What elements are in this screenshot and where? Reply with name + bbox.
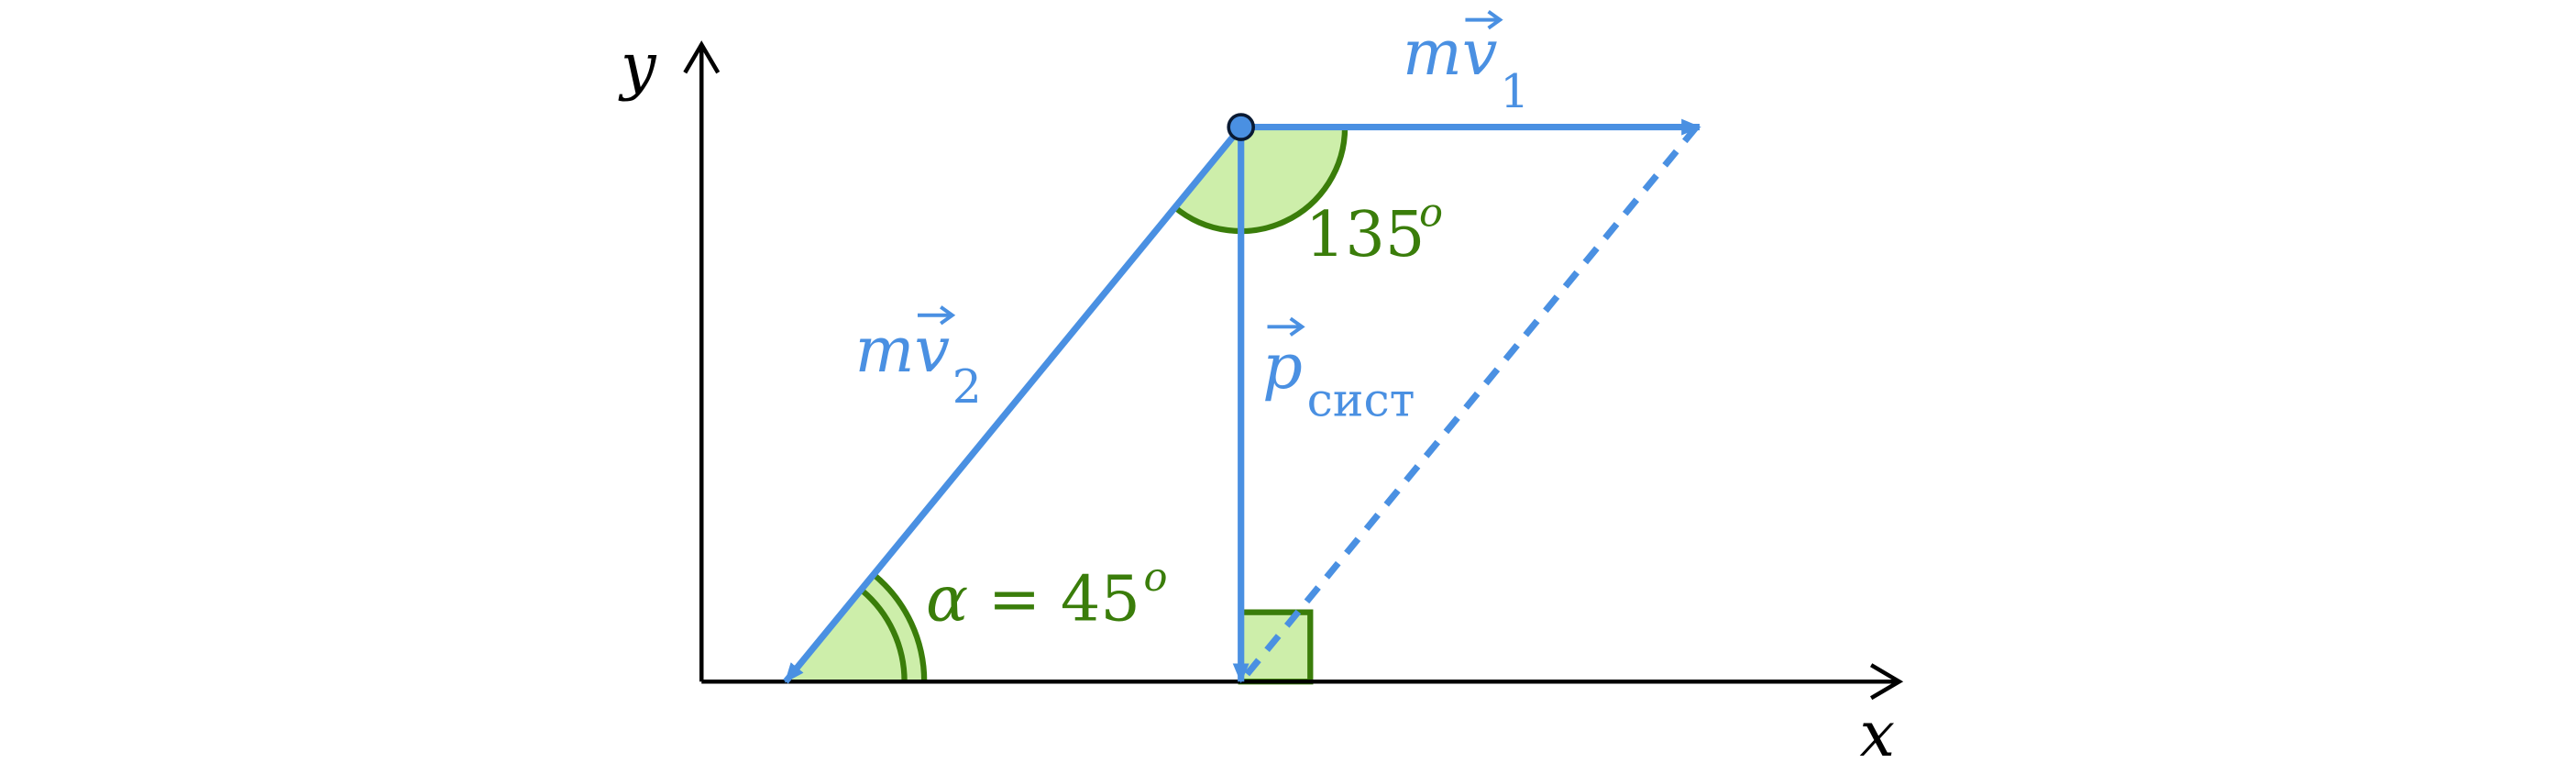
label-p-system: p сист <box>1262 316 1415 426</box>
dashed-parallelogram-side <box>1238 125 1700 684</box>
x-axis-arrowhead <box>1870 663 1904 701</box>
label-p-main: p <box>1262 331 1303 404</box>
y-axis-label: y <box>618 30 657 103</box>
angle-45-arc-inner <box>860 588 908 682</box>
label-mv2: mv 2 <box>855 305 982 414</box>
origin-point <box>1227 113 1256 141</box>
label-angle-45-value: 45 <box>1061 564 1140 636</box>
angle-45-sector <box>786 575 925 682</box>
vector-mv2 <box>783 125 1244 684</box>
label-angle-135-degree: o <box>1419 191 1443 237</box>
label-angle-45-alpha: α <box>926 564 968 636</box>
label-mv1-subscript: 1 <box>1500 64 1529 118</box>
label-p-subscript: сист <box>1307 372 1415 426</box>
label-mv1-main: mv <box>1403 17 1497 90</box>
angle-135-arc <box>1172 127 1349 235</box>
label-mv1: mv 1 <box>1403 9 1529 118</box>
label-angle-135: 135 o <box>1305 191 1443 271</box>
label-angle-135-value: 135 <box>1305 199 1426 271</box>
angle-45-arc-outer <box>873 573 928 682</box>
label-angle-45-text: α = 45 <box>926 564 1140 636</box>
y-axis-arrowhead <box>683 40 721 74</box>
label-angle-45: α = 45 o <box>926 555 1168 636</box>
angle-135-sector <box>1173 127 1346 232</box>
label-mv1-vector-arrowhead <box>1487 9 1503 30</box>
label-p-vector-arrowhead <box>1289 316 1305 337</box>
label-angle-45-degree: o <box>1144 555 1168 601</box>
label-mv2-vector-arrowhead <box>940 305 956 326</box>
label-angle-45-equals: = <box>968 564 1061 636</box>
x-axis-label: x <box>1860 699 1896 771</box>
label-mv2-main: mv <box>855 315 950 387</box>
label-mv2-subscript: 2 <box>952 359 982 414</box>
